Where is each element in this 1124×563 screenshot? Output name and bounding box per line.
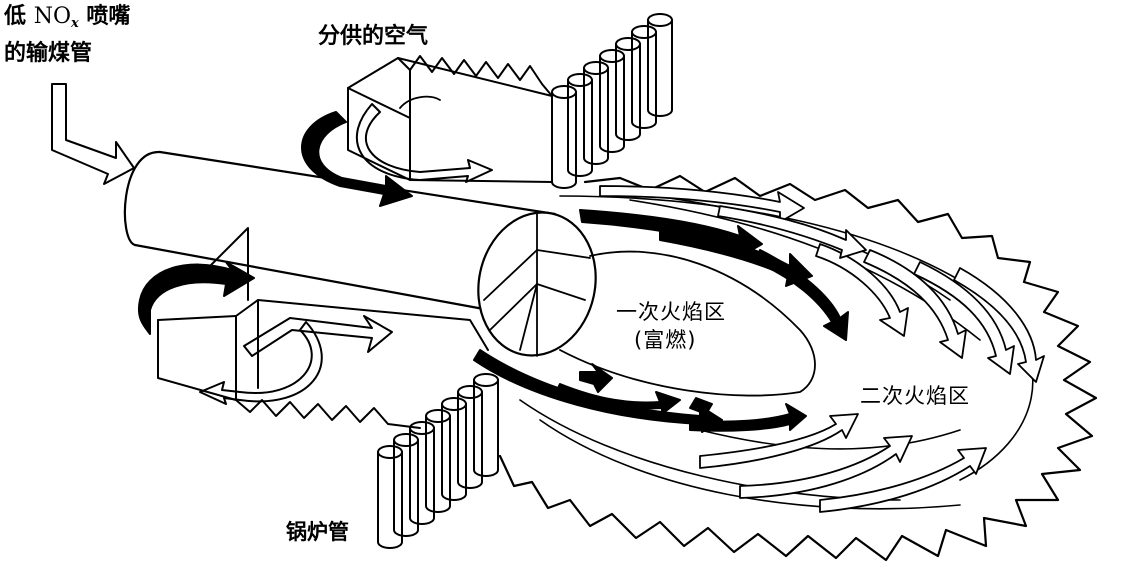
coal-pipe: [123, 150, 597, 357]
upper-air-swirl-arrow: [355, 103, 493, 183]
primary-flame-boundary: [559, 250, 816, 397]
lower-black-swirl-arrow: [138, 261, 255, 335]
boiler-tubes-label: 锅炉管: [286, 520, 349, 544]
split-air-label: 分供的空气: [318, 24, 429, 49]
coal-pipe-label-line2: 的输煤管: [4, 41, 93, 66]
label-text-prefix: 低: [4, 4, 27, 29]
label-text-sub: x: [70, 16, 79, 31]
coal-pipe-label-line1: 低 NOx 喷嘴: [4, 2, 130, 39]
coal-pipe-label: 低 NOx 喷嘴 的输煤管: [4, 2, 130, 69]
upper-air-duct: [347, 55, 553, 183]
primary-flame-upper-arrows: [579, 209, 849, 341]
label-text-suffix: 喷嘴: [86, 4, 131, 29]
lower-air-swirl-arrow: [199, 321, 323, 405]
secondary-flame-arrows-lower: [699, 413, 987, 513]
upper-tube-bank: [551, 13, 673, 189]
secondary-flame-arrows-right: [815, 243, 1045, 383]
lower-tube-bank: [377, 373, 499, 549]
lower-hollow-arrow-head: [243, 315, 393, 357]
secondary-zone-label: 二次火焰区: [860, 384, 970, 408]
top-flow-arrows: [599, 185, 867, 259]
primary-flame-lower-arrows: [473, 349, 807, 433]
label-text-no: NO: [33, 4, 71, 29]
lower-air-duct: [157, 299, 489, 429]
coal-inlet-arrow: [51, 83, 135, 185]
upper-air-swirl-curve: [399, 95, 441, 109]
primary-zone-note: (富燃): [634, 328, 697, 352]
top-black-swirl-arrow: [301, 111, 413, 207]
primary-zone-label: 一次火焰区: [616, 300, 726, 324]
flame-envelope: [498, 174, 1098, 562]
